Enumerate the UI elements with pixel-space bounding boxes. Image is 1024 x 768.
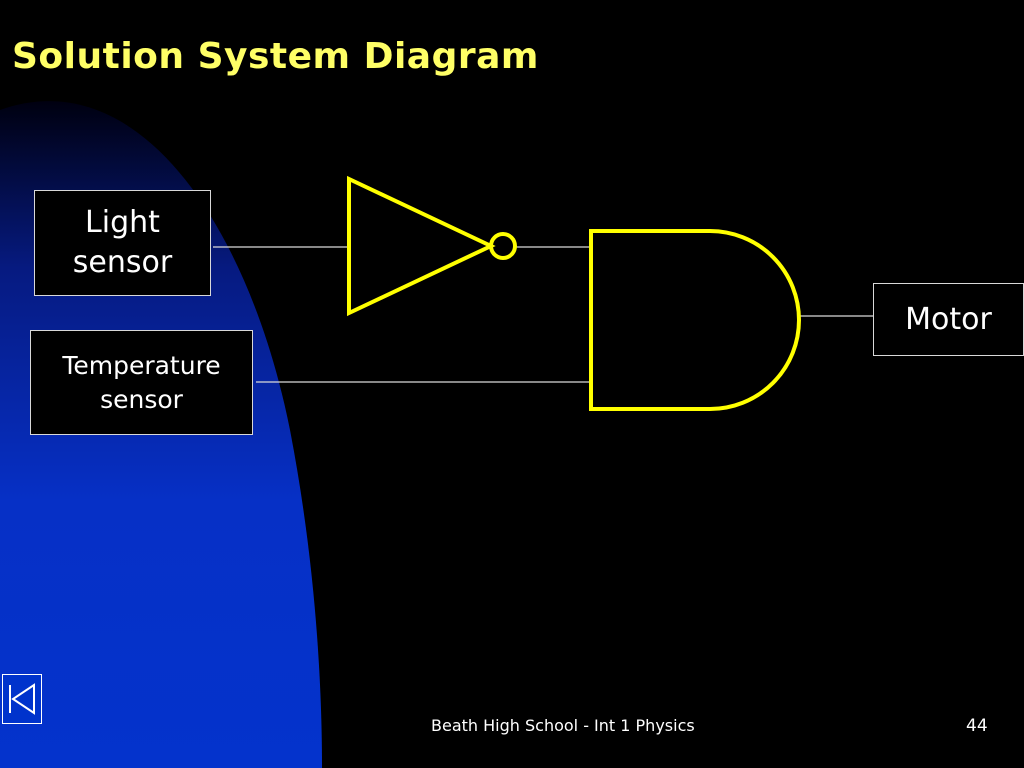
motor-box: Motor: [873, 283, 1024, 356]
footer-text: Beath High School - Int 1 Physics: [431, 716, 695, 735]
temperature-sensor-label: Temperature sensor: [62, 350, 221, 414]
light-sensor-box: Light sensor: [34, 190, 211, 296]
temperature-sensor-box: Temperature sensor: [30, 330, 253, 435]
and-gate: [589, 229, 801, 411]
motor-label: Motor: [905, 302, 992, 337]
page-number: 44: [966, 716, 988, 736]
page-title: Solution System Diagram: [12, 36, 539, 77]
light-sensor-label: Light sensor: [72, 205, 173, 280]
not-gate: [347, 175, 517, 317]
not-gate-bubble: [489, 232, 517, 260]
skip-to-start-icon: [9, 683, 35, 715]
skip-to-start-button[interactable]: [2, 674, 42, 724]
